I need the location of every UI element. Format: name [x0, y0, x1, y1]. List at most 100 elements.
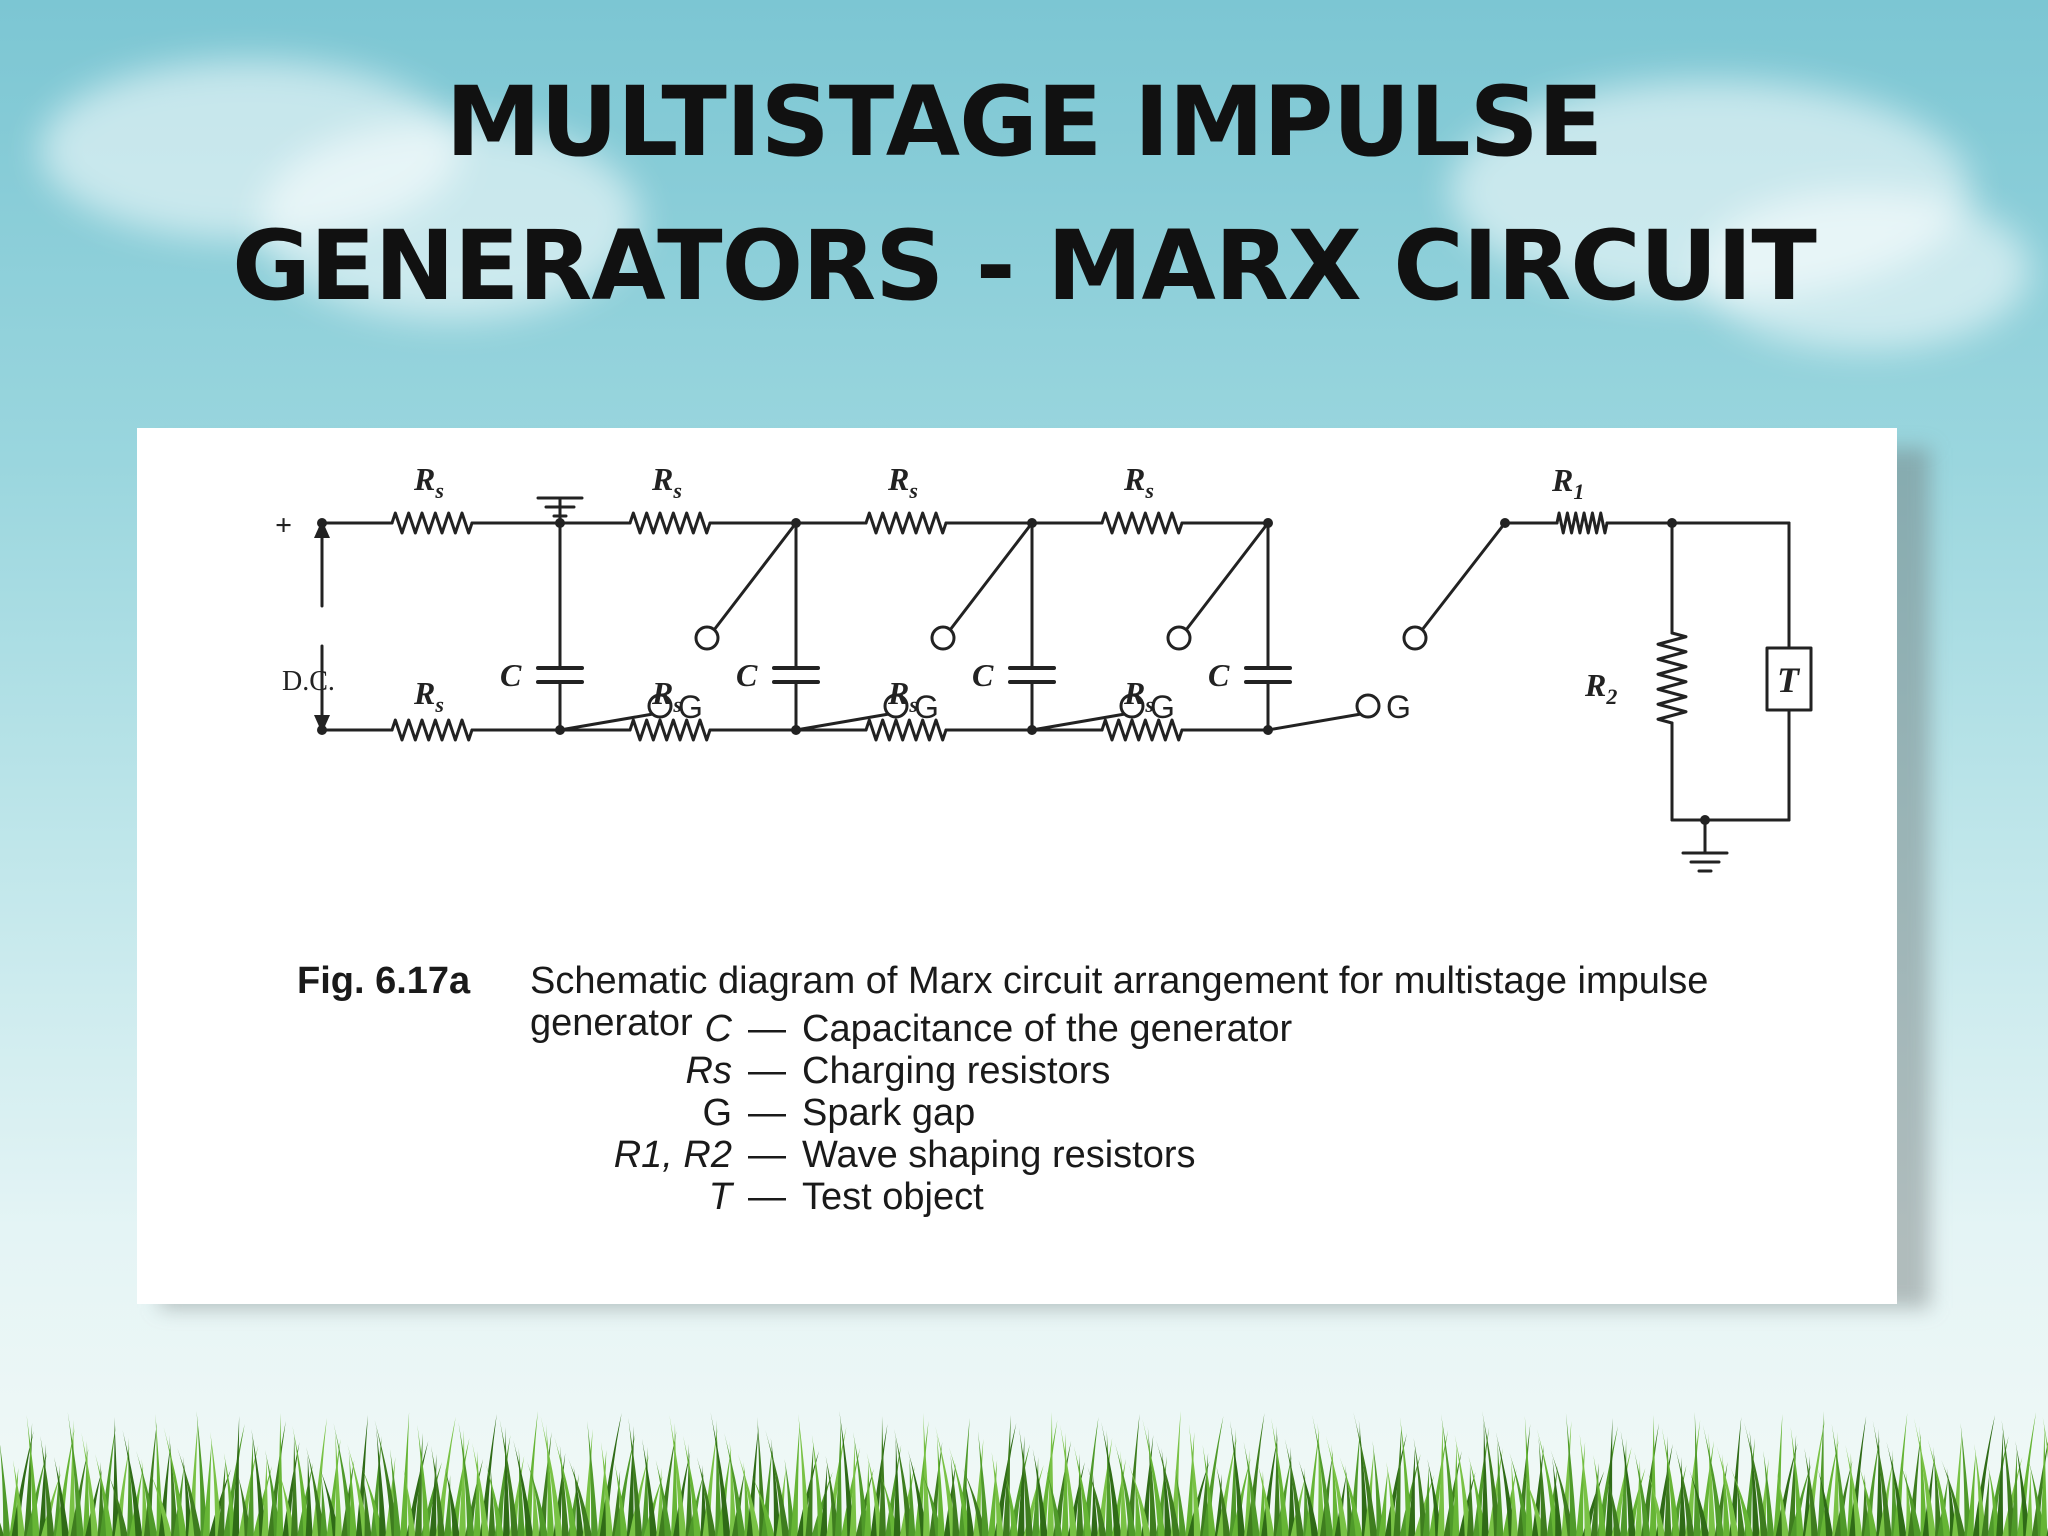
grass-blade [1831, 1424, 1848, 1536]
grass-blade [1689, 1470, 1710, 1536]
grass-blade [1664, 1436, 1672, 1536]
grass-blade [1849, 1416, 1867, 1536]
grass-blade [488, 1472, 496, 1536]
grass-blade [1202, 1416, 1224, 1536]
grass-blade [81, 1433, 99, 1536]
grass-blade [1046, 1470, 1063, 1536]
grass-blade [1202, 1445, 1216, 1536]
grass-blade [196, 1411, 208, 1536]
grass-blade [1002, 1415, 1011, 1536]
grass-blade [626, 1426, 634, 1536]
grass-blade [554, 1437, 578, 1536]
legend-symbol: G [702, 1092, 732, 1134]
grass-blade [1312, 1415, 1334, 1536]
grass-blade [1804, 1448, 1819, 1536]
grass-blade [866, 1453, 884, 1536]
grass-blade [1353, 1412, 1378, 1536]
grass-blade [1675, 1449, 1695, 1536]
resistor-symbol [628, 718, 712, 742]
grass-blade [811, 1435, 825, 1536]
grass-blade [710, 1412, 731, 1536]
grass-blade [839, 1411, 855, 1536]
legend-description: Test object [802, 1176, 984, 1218]
grass-blade [1496, 1440, 1504, 1536]
grass-blade [1908, 1434, 1921, 1536]
legend-row: G — Spark gap [137, 1092, 1737, 1134]
components [314, 496, 1813, 873]
grass-blade [683, 1436, 702, 1536]
spark-gap-arm [1030, 712, 1127, 732]
grass-blade [1817, 1411, 1825, 1536]
grass-blade [188, 1419, 199, 1536]
grass-blade [1005, 1473, 1019, 1536]
grass-blade [1230, 1421, 1245, 1536]
rs-top-label: Rs [1123, 461, 1154, 503]
spark-gap-arm [1420, 521, 1507, 632]
cloud [260, 120, 640, 320]
grass-blade [1257, 1463, 1275, 1536]
grass-blade [429, 1454, 437, 1536]
grass-blade [26, 1452, 48, 1536]
grass-blade [1819, 1440, 1839, 1536]
grass-blade [1834, 1461, 1853, 1536]
grass-blade [921, 1471, 943, 1536]
spark-gap-label: G [1386, 689, 1411, 725]
grass-blade [670, 1423, 678, 1536]
grass-blade [1032, 1449, 1048, 1536]
grass-blade [389, 1449, 401, 1536]
grass-blade [1298, 1460, 1319, 1536]
grass-blade [1156, 1440, 1180, 1536]
grass-blade [1863, 1437, 1880, 1536]
grass-blade [1845, 1445, 1863, 1536]
legend-dash: — [748, 1050, 786, 1092]
grass-blade [1536, 1429, 1560, 1536]
spark-gap-sphere [1119, 693, 1145, 719]
junction-dot [1500, 518, 1510, 528]
grass-blade [923, 1413, 931, 1536]
grass-blade [568, 1458, 592, 1536]
grass-blade [1019, 1428, 1033, 1536]
figure-number: Fig. 6.17a [297, 960, 471, 1002]
junction-dot [791, 725, 801, 735]
grass-blade [600, 1442, 613, 1536]
spark-gap-sphere [647, 693, 673, 719]
grass-blade [1987, 1436, 2009, 1536]
grass-blade [348, 1452, 357, 1536]
grass-blade [614, 1463, 628, 1536]
grass-blade [1261, 1434, 1279, 1536]
junction-dot [1027, 518, 1037, 528]
grass-blade [0, 1522, 4, 1536]
junction-dot [317, 725, 327, 735]
grass-blade [54, 1457, 69, 1536]
spark-gap-arm [948, 521, 1034, 632]
rs-bottom-label: Rs [413, 675, 444, 717]
grass-blade [144, 1422, 157, 1536]
grass-blade [628, 1418, 643, 1536]
junction-dot [317, 518, 327, 528]
grass-blade [1593, 1455, 1607, 1536]
grass-blade [673, 1452, 691, 1536]
grass-blade [26, 1415, 40, 1536]
grass-blade [948, 1447, 972, 1536]
grass-blade [1648, 1473, 1666, 1536]
grass-blade [414, 1433, 423, 1536]
grass-blade [908, 1458, 916, 1536]
grass-blade [820, 1464, 828, 1536]
spark-gap-sphere [1355, 693, 1381, 719]
grass-blade [1702, 1425, 1724, 1536]
spark-gap-label: G [914, 689, 939, 725]
grass-blade [1017, 1436, 1025, 1536]
grass-blade [1325, 1436, 1348, 1536]
grass-blade [253, 1466, 273, 1536]
test-object-label: T [1777, 660, 1801, 700]
test-object-box [1765, 646, 1813, 712]
legend-row: C — Capacitance of the generator [137, 1008, 1737, 1050]
grass-blade [1579, 1434, 1592, 1536]
grass-blade [849, 1440, 857, 1536]
grass-blade [217, 1461, 226, 1536]
grass-blade [1128, 1464, 1151, 1536]
grass-blade [246, 1437, 254, 1536]
junction-dot [791, 518, 801, 528]
grass-blade [1378, 1470, 1388, 1536]
grass-decoration [0, 1411, 2048, 1536]
